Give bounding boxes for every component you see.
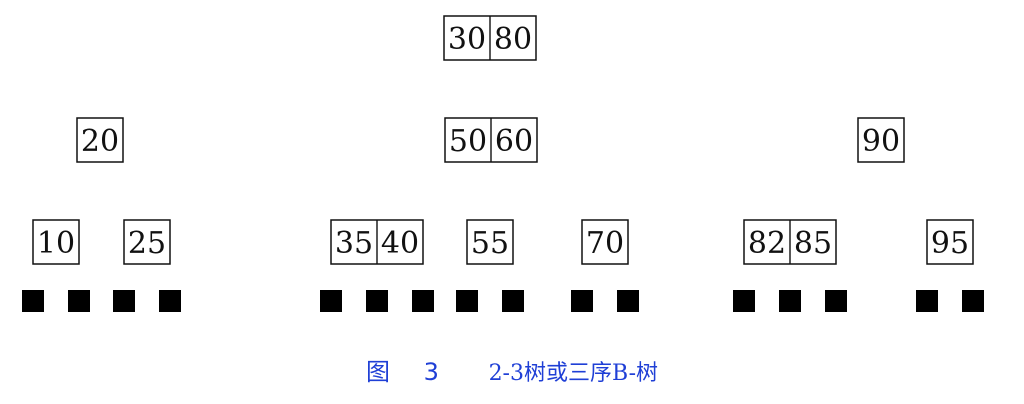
- null-leaf: [916, 290, 938, 312]
- tree-node: 10: [32, 219, 80, 265]
- tree-edge: [895, 162, 950, 220]
- null-leaves: [22, 290, 984, 312]
- node-box: [76, 117, 124, 163]
- node-box: [857, 117, 905, 163]
- tree-node: 20: [76, 117, 124, 163]
- null-leaf: [456, 290, 478, 312]
- null-leaf: [571, 290, 593, 312]
- node-key: 40: [381, 226, 419, 261]
- node-key: 80: [494, 22, 532, 57]
- null-leaf: [320, 290, 342, 312]
- tree-edge: [490, 60, 491, 118]
- null-leaf: [22, 290, 44, 312]
- node-key: 82: [748, 226, 786, 261]
- tree-edge: [114, 162, 147, 220]
- null-leaf: [825, 290, 847, 312]
- tree-node: 95: [926, 219, 974, 265]
- null-leaf: [412, 290, 434, 312]
- node-key: 95: [931, 226, 969, 261]
- tree-edge: [526, 60, 881, 118]
- node-box: [926, 219, 974, 265]
- null-leaf: [113, 290, 135, 312]
- tree-edge: [100, 60, 454, 118]
- node-key: 10: [37, 226, 75, 261]
- null-leaf: [733, 290, 755, 312]
- node-box: [32, 219, 80, 265]
- tree-node: 90: [857, 117, 905, 163]
- tree-edge: [790, 162, 867, 220]
- tree-edge: [377, 162, 457, 220]
- null-leaf: [962, 290, 984, 312]
- node-box: [123, 219, 171, 265]
- tree-edge: [525, 162, 605, 220]
- tree-node: 55: [466, 219, 514, 265]
- null-leaf: [366, 290, 388, 312]
- tree-edge: [56, 162, 86, 220]
- null-leaf: [779, 290, 801, 312]
- node-box: [466, 219, 514, 265]
- null-leaf: [159, 290, 181, 312]
- node-key: 90: [862, 124, 900, 159]
- figure-title: 2-3树或三序B-树: [488, 361, 658, 386]
- node-key: 60: [495, 124, 533, 159]
- tree-node: 25: [123, 219, 171, 265]
- node-key: 85: [794, 226, 832, 261]
- figure-number: 3: [423, 358, 439, 386]
- null-leaf: [68, 290, 90, 312]
- node-key: 70: [586, 226, 624, 261]
- node-box: [581, 219, 629, 265]
- node-key: 30: [448, 22, 486, 57]
- node-key: 20: [81, 124, 119, 159]
- figure-caption: 图 3 2-3树或三序B-树: [0, 352, 1024, 387]
- null-leaf: [502, 290, 524, 312]
- node-key: 50: [449, 124, 487, 159]
- node-key: 55: [471, 226, 509, 261]
- node-key: 25: [128, 226, 166, 261]
- null-leaf: [617, 290, 639, 312]
- tree-edge: [490, 162, 491, 220]
- figure-label: 图: [366, 358, 390, 386]
- tree-node: 70: [581, 219, 629, 265]
- node-key: 35: [335, 226, 373, 261]
